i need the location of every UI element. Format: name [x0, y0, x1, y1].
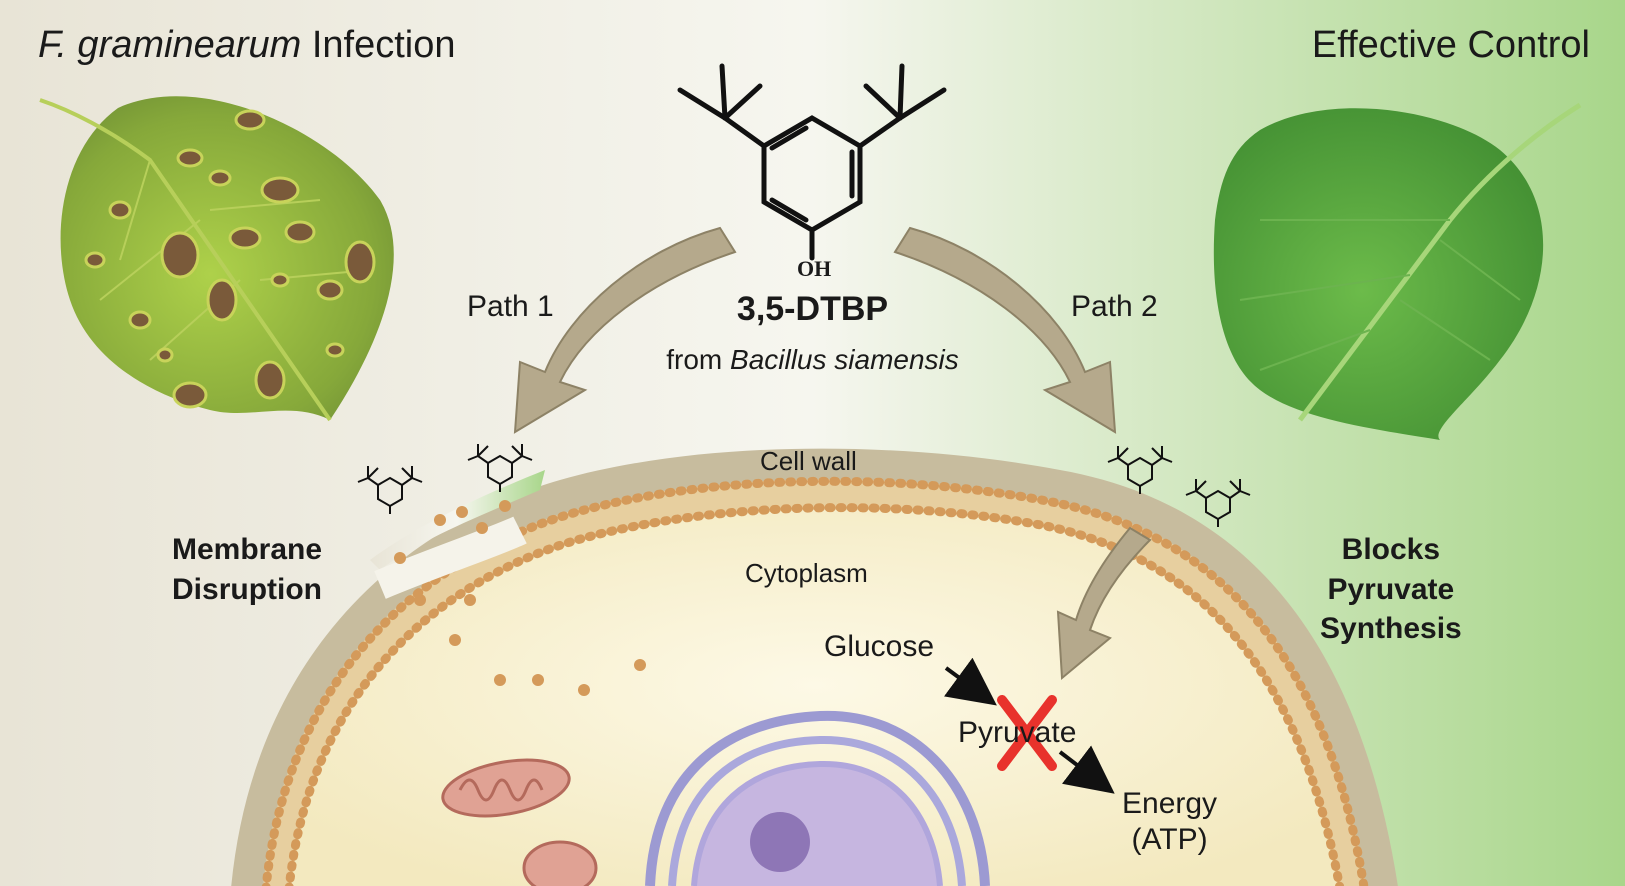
- path-1-label: Path 1: [467, 290, 554, 323]
- pathway-arrows: [944, 657, 1115, 794]
- membrane-disruption-label: Membrane Disruption: [172, 533, 323, 606]
- mitochondria: [441, 758, 598, 886]
- cytoplasm-label: Cytoplasm: [745, 558, 868, 588]
- pyruvate-label: Pyruvate: [958, 716, 1077, 749]
- nucleus: [645, 710, 990, 886]
- path-2-label: Path 2: [1071, 290, 1158, 323]
- title-control: Effective Control: [1311, 24, 1590, 66]
- compound-source: from Bacillus siamensis: [666, 344, 959, 375]
- healthy-leaf: [1213, 102, 1582, 441]
- energy-atp-label: Energy (ATP): [1122, 787, 1218, 856]
- dtbp-molecule: [677, 63, 947, 261]
- entry-arrow: [1056, 526, 1152, 681]
- oh-label: OH: [797, 256, 832, 281]
- block-x-icon: [997, 695, 1057, 771]
- compound-name: 3,5-DTBP: [736, 290, 889, 328]
- title-infection: F. graminearum Infection: [38, 24, 456, 66]
- path-arrows: [513, 226, 1117, 434]
- glucose-label: Glucose: [824, 630, 935, 663]
- blocks-pyruvate-label: Blocks Pyruvate Synthesis: [1320, 533, 1462, 646]
- cell-wall-label: Cell wall: [760, 446, 857, 476]
- diseased-leaf: [39, 96, 394, 422]
- small-molecules: [357, 444, 1251, 527]
- leaking-contents: [394, 500, 646, 696]
